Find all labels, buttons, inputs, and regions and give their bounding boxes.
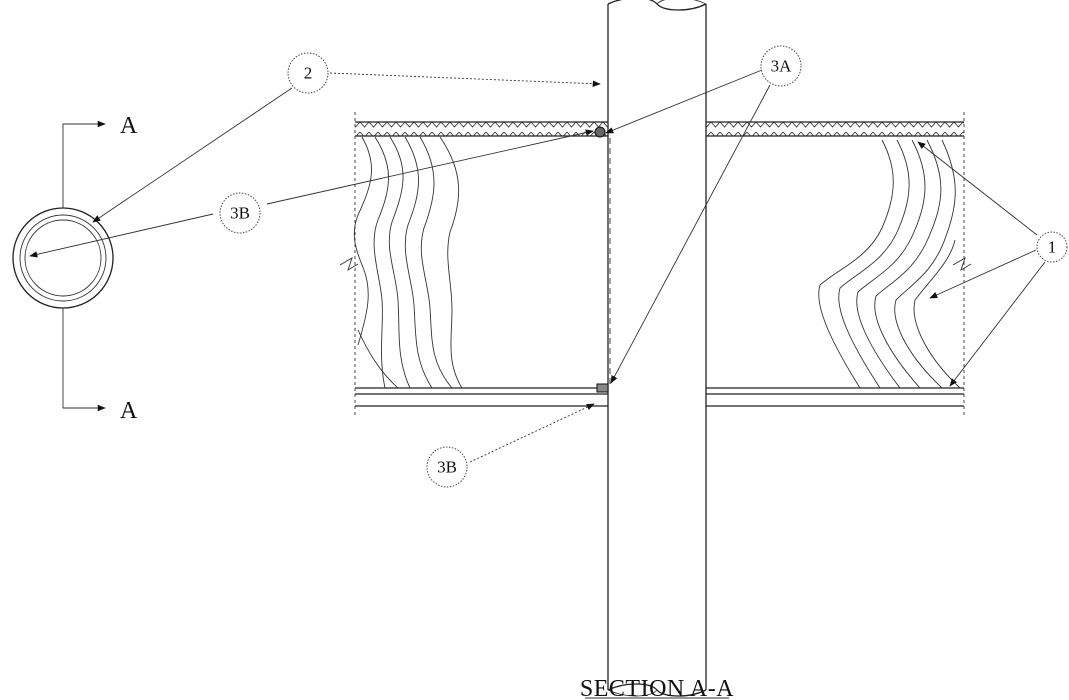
wall-panel: [339, 112, 972, 415]
insulation-fill-right: [818, 139, 961, 389]
callout-3b-upper: 3B: [219, 192, 261, 234]
section-letter-top: A: [120, 113, 138, 139]
leaders: [29, 69, 1046, 463]
svg-text:2: 2: [304, 64, 313, 83]
svg-text:3B: 3B: [230, 204, 250, 223]
sealant-bead-bottom: [596, 383, 609, 393]
sealant-bead-top: [594, 126, 606, 138]
callout-2: 2: [287, 52, 329, 94]
section-line: A A: [62, 113, 138, 424]
svg-text:3A: 3A: [771, 57, 793, 76]
insulation-fill-left: [353, 136, 463, 389]
pipe: [607, 0, 707, 700]
callout-1: 1: [1036, 231, 1068, 263]
section-letter-bottom: A: [120, 398, 138, 424]
callout-3b-lower: 3B: [426, 446, 468, 488]
section-caption: SECTION A-A: [580, 676, 734, 700]
svg-text:3B: 3B: [437, 458, 457, 477]
callout-3a: 3A: [760, 45, 802, 87]
pipe-end-view: [12, 207, 114, 309]
svg-text:1: 1: [1048, 238, 1057, 257]
